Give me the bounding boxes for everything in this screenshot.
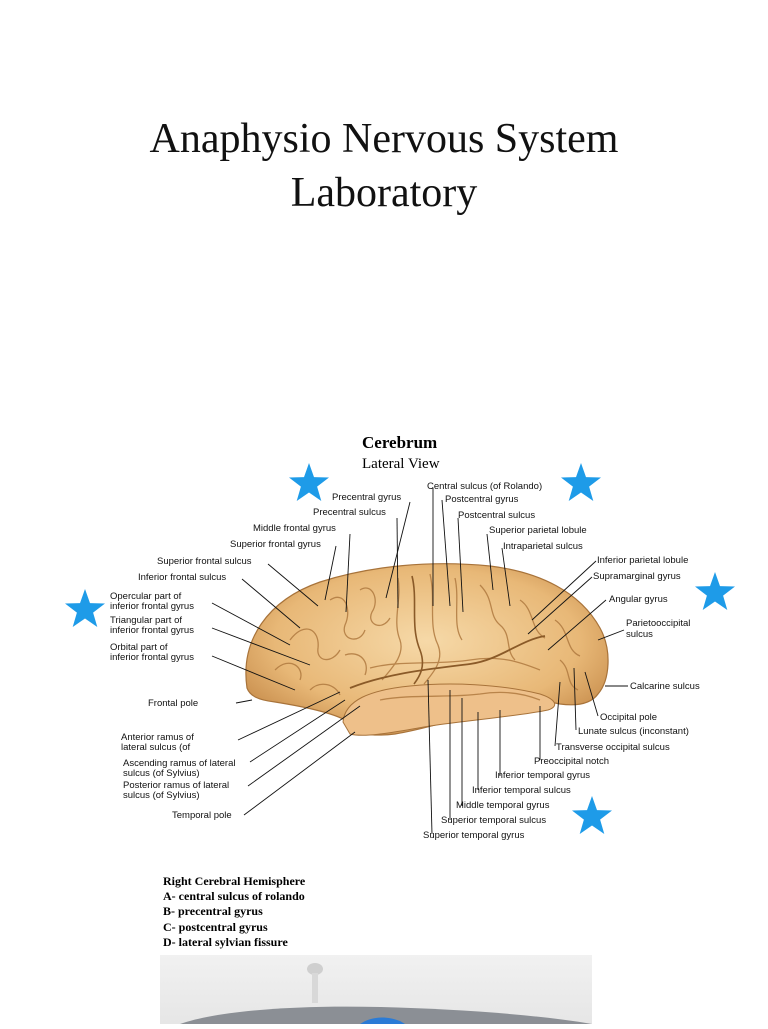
label-superior-parietal-lobule: Superior parietal lobule — [489, 525, 587, 536]
label-middle-frontal-gyrus: Middle frontal gyrus — [253, 523, 336, 534]
label-postcentral-sulcus: Postcentral sulcus — [458, 510, 535, 521]
label-anterior-ramus: Anterior ramus of — [121, 732, 194, 743]
caption-item: D- lateral sylvian fissure — [163, 934, 288, 949]
cerebrum-diagram: Central sulcus (of Rolando) Postcentral … — [65, 463, 735, 841]
caption-item: B- precentral gyrus — [163, 904, 263, 919]
diagram-labels: Central sulcus (of Rolando) Postcentral … — [110, 481, 700, 841]
label-superior-temporal-gyrus: Superior temporal gyrus — [423, 830, 525, 841]
label-orbital-part-2: inferior frontal gyrus — [110, 652, 194, 663]
label-lunate-sulcus: Lunate sulcus (inconstant) — [578, 726, 689, 737]
label-inferior-frontal-sulcus: Inferior frontal sulcus — [138, 572, 226, 583]
label-anterior-ramus-2: lateral sulcus (of — [121, 742, 191, 753]
label-postcentral-gyrus: Postcentral gyrus — [445, 494, 519, 505]
label-parietooccipital: Parietooccipital — [626, 618, 690, 629]
label-precentral-gyrus: Precentral gyrus — [332, 492, 401, 503]
label-preoccipital-notch: Preoccipital notch — [534, 756, 609, 767]
label-inferior-temporal-gyrus: Inferior temporal gyrus — [495, 770, 590, 781]
page-title-line-1: Anaphysio Nervous System — [149, 116, 619, 162]
star-icon — [289, 463, 329, 501]
label-transverse-occipital-sulcus: Transverse occipital sulcus — [556, 742, 670, 753]
label-inferior-parietal-lobule: Inferior parietal lobule — [597, 555, 688, 566]
star-icon — [572, 796, 612, 834]
label-calcarine-sulcus: Calcarine sulcus — [630, 681, 700, 692]
caption-heading: Right Cerebral Hemisphere — [163, 874, 306, 888]
label-triangular-part: Triangular part of — [110, 615, 182, 626]
star-icon — [65, 589, 105, 627]
star-markers — [65, 463, 735, 834]
label-precentral-sulcus: Precentral sulcus — [313, 507, 386, 518]
brain-photo — [160, 955, 592, 1024]
figure-caption: Right Cerebral Hemisphere A- central sul… — [163, 874, 305, 950]
caption-item: C- postcentral gyrus — [163, 919, 268, 934]
caption-item: A- central sulcus of rolando — [163, 889, 305, 904]
label-superior-frontal-gyrus: Superior frontal gyrus — [230, 539, 321, 550]
figure-title: Cerebrum — [362, 433, 438, 452]
label-superior-temporal-sulcus: Superior temporal sulcus — [441, 815, 546, 826]
brain-photo-fragment — [180, 963, 592, 1024]
label-posterior-ramus-2: sulcus (of Sylvius) — [123, 790, 200, 801]
label-parietooccipital-2: sulcus — [626, 629, 653, 640]
page-title: Anaphysio Nervous System Laboratory — [0, 112, 768, 220]
label-supramarginal-gyrus: Supramarginal gyrus — [593, 571, 681, 582]
label-frontal-pole: Frontal pole — [148, 698, 198, 709]
label-posterior-ramus: Posterior ramus of lateral — [123, 780, 229, 791]
label-opercular-part-2: inferior frontal gyrus — [110, 601, 194, 612]
figure-subtitle: Lateral View — [362, 456, 440, 472]
star-icon — [695, 572, 735, 610]
label-superior-frontal-sulcus: Superior frontal sulcus — [157, 556, 252, 567]
label-orbital-part: Orbital part of — [110, 642, 168, 653]
label-ascending-ramus: Ascending ramus of lateral — [123, 758, 235, 769]
label-intraparietal-sulcus: Intraparietal sulcus — [503, 541, 583, 552]
label-angular-gyrus: Angular gyrus — [609, 594, 668, 605]
page-title-line-2: Laboratory — [290, 170, 478, 216]
brain-illustration — [245, 563, 609, 736]
star-icon — [561, 463, 601, 501]
label-temporal-pole: Temporal pole — [172, 810, 232, 821]
label-triangular-part-2: inferior frontal gyrus — [110, 625, 194, 636]
label-occipital-pole: Occipital pole — [600, 712, 657, 723]
leader-lines — [211, 488, 628, 835]
label-ascending-ramus-2: sulcus (of Sylvius) — [123, 768, 200, 779]
label-central-sulcus: Central sulcus (of Rolando) — [427, 481, 542, 492]
label-inferior-temporal-sulcus: Inferior temporal sulcus — [472, 785, 571, 796]
label-middle-temporal-gyrus: Middle temporal gyrus — [456, 800, 550, 811]
label-opercular-part: Opercular part of — [110, 591, 182, 602]
